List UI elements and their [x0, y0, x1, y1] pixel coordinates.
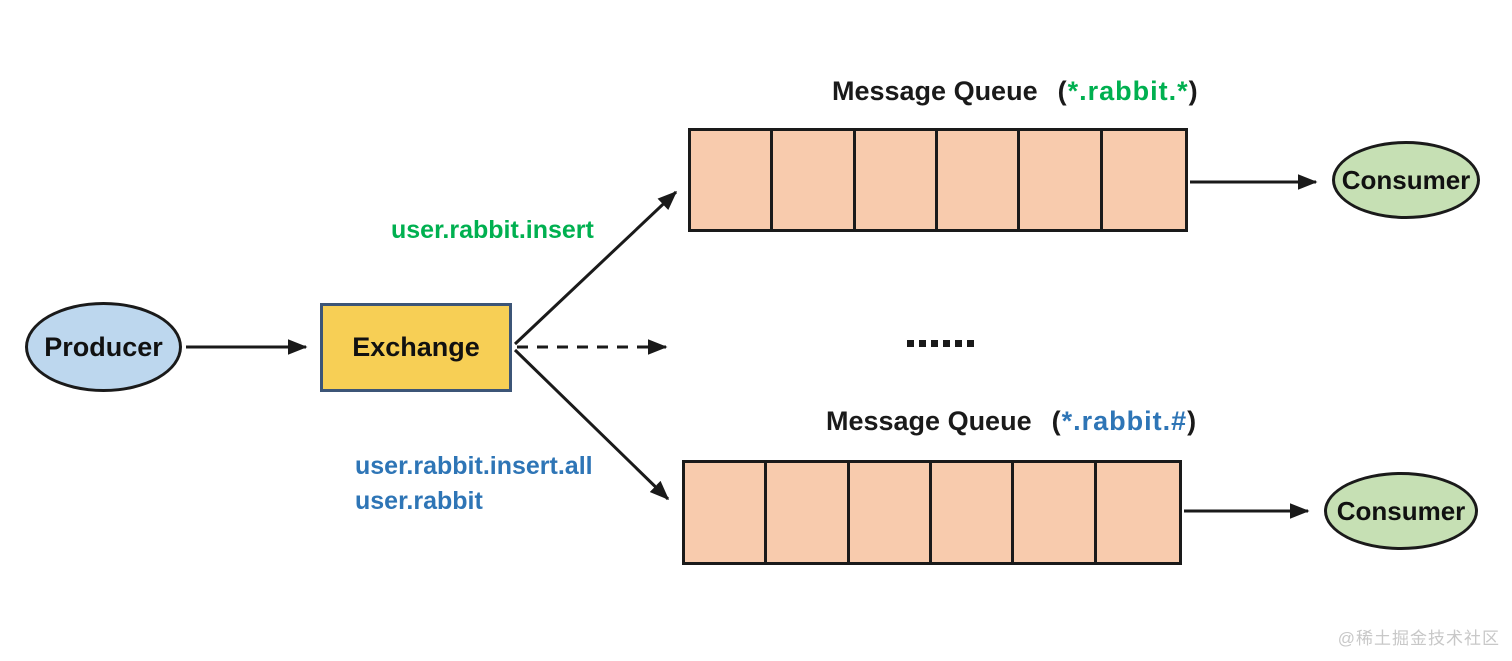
queue-cell — [767, 463, 850, 562]
exchange-node: Exchange — [320, 303, 512, 392]
top-message-queue — [688, 128, 1188, 232]
routing-key-bottom-line1: user.rabbit.insert.all — [355, 452, 593, 480]
queue-cell — [685, 463, 768, 562]
queue-cell — [1020, 131, 1103, 229]
bottom-message-queue — [682, 460, 1182, 565]
top-queue-binding-pattern: *.rabbit.* — [1067, 76, 1189, 106]
top-queue-title: Message Queue (*.rabbit.*) — [832, 76, 1199, 107]
queue-cell — [856, 131, 938, 229]
consumer-node-top: Consumer — [1332, 141, 1480, 219]
queue-cell — [1097, 463, 1179, 562]
queue-cell — [938, 131, 1021, 229]
ellipsis-icon — [907, 340, 974, 347]
bottom-queue-title-text: Message Queue — [826, 406, 1032, 436]
bottom-queue-title: Message Queue (*.rabbit.#) — [826, 406, 1197, 437]
arrow-exchange-to-top-queue — [513, 190, 678, 346]
queue-cell — [1103, 131, 1185, 229]
queue-cell — [1014, 463, 1097, 562]
watermark-text: @稀土掘金技术社区 — [1337, 629, 1500, 648]
routing-key-top: user.rabbit.insert — [391, 216, 594, 244]
bottom-queue-binding: (*.rabbit.#) — [1051, 406, 1198, 436]
routing-key-bottom-line2: user.rabbit — [355, 487, 483, 515]
queue-cell — [850, 463, 932, 562]
bottom-queue-binding-pattern: *.rabbit.# — [1061, 406, 1188, 436]
queue-cell — [691, 131, 774, 229]
queue-cell — [773, 131, 856, 229]
top-queue-title-text: Message Queue — [832, 76, 1038, 106]
producer-node: Producer — [25, 302, 182, 392]
queue-cell — [932, 463, 1015, 562]
routing-keys-bottom: user.rabbit.insert.all user.rabbit — [355, 449, 593, 519]
top-queue-binding: (*.rabbit.*) — [1057, 76, 1199, 106]
consumer-node-bottom: Consumer — [1324, 472, 1478, 550]
